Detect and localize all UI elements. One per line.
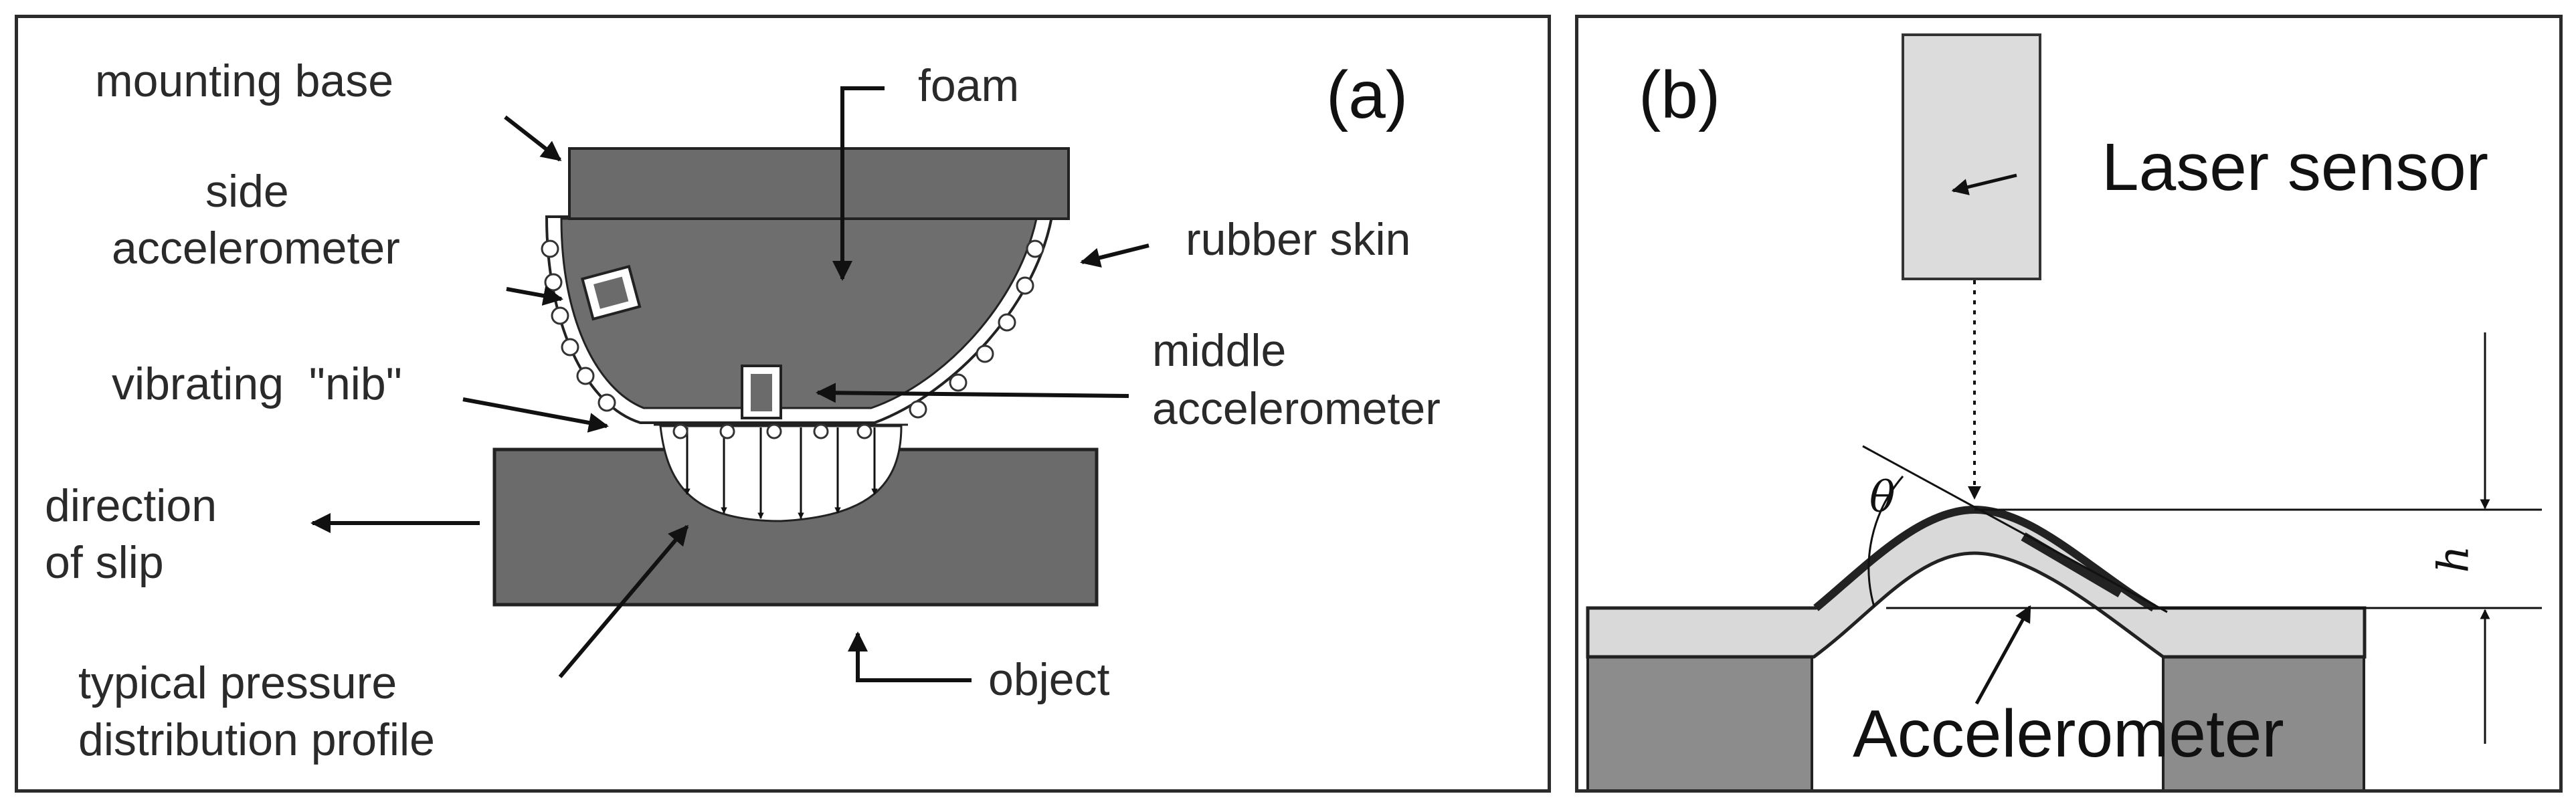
label-rubber-skin: rubber skin [1186,214,1411,265]
label-h: h [2429,545,2479,573]
label-pressure-line1: typical pressure [78,658,397,708]
side-accelerometer [580,264,642,321]
label-theta: θ [1869,473,1896,522]
support-left [1586,656,1813,789]
label-direction-line1: direction [45,480,217,531]
skin-strip [1586,508,2367,659]
panel-b: (b) Laser sensor Accelerometer θ h [1575,15,2563,793]
panel-b-drawing [1586,33,2542,789]
label-object: object [988,654,1110,705]
laser-label-arrow [1951,173,2017,195]
laser-sensor-box [1902,33,2041,280]
label-laser-sensor: Laser sensor [2102,130,2489,205]
pressure-profile [659,425,903,522]
label-middle-line1: middle [1152,325,1287,376]
contact-bumps [672,423,872,439]
label-mounting-base: mounting base [95,56,394,106]
theta-arc [1867,476,1904,607]
label-vibrating-nib: vibrating "nib" [112,359,402,409]
mounting-base [568,147,1070,220]
panel-b-tag: (b) [1639,58,1721,132]
label-side-line2: accelerometer [112,223,400,274]
label-side-line1: side [205,166,289,217]
foam-shape [560,217,1038,409]
panel-a-drawing [310,86,1149,682]
label-middle-line2: accelerometer [1152,383,1441,434]
pressure-arrows [684,427,878,519]
label-direction-line2: of slip [45,537,164,588]
label-foam: foam [918,60,1020,111]
accel-label-arrow [1974,605,2032,705]
label-accelerometer: Accelerometer [1853,696,2284,771]
leader-arrows [310,86,1149,682]
panel-a: (a) mounting base foam side acceleromete… [15,15,1551,793]
accelerometer-strip [2021,532,2123,598]
label-pressure-line2: distribution profile [78,714,435,765]
tangent-line [1862,445,2168,613]
panel-a-tag: (a) [1326,58,1408,132]
